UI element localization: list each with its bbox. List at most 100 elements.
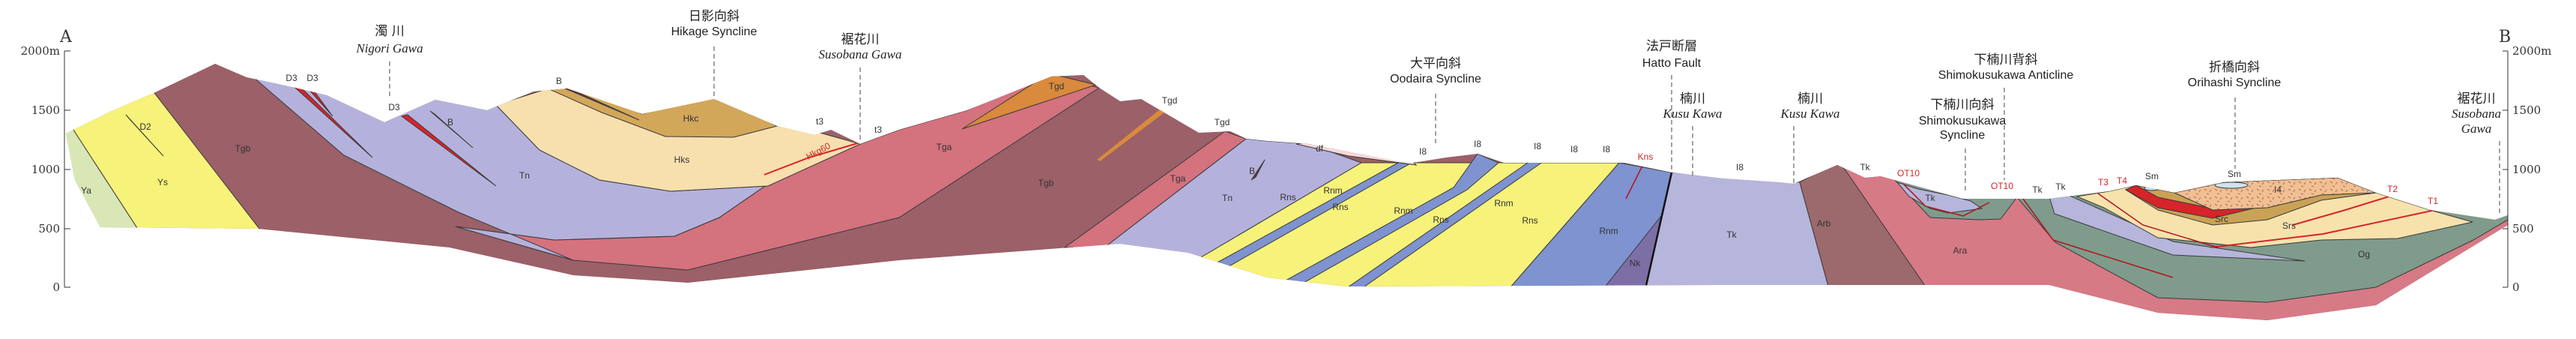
unit-label: I8 bbox=[1474, 139, 1481, 149]
feature-name-en: Susobana bbox=[2452, 106, 2501, 121]
unit-sm-lens bbox=[2214, 182, 2249, 189]
unit-sm-lens bbox=[2144, 185, 2160, 191]
unit-label: Hkc bbox=[683, 113, 699, 124]
unit-label: Tgd bbox=[1215, 117, 1230, 128]
axis-tick-label: 500 bbox=[38, 222, 60, 236]
unit-label: Tn bbox=[1222, 193, 1233, 203]
unit-label: Tk bbox=[1860, 162, 1870, 172]
marker-t1-line bbox=[2210, 209, 2436, 248]
unit-label: I8 bbox=[1570, 144, 1578, 154]
feature-name-en: Shimokusukawa bbox=[1919, 115, 2007, 128]
axis-tick-label: 1000 bbox=[2512, 163, 2541, 176]
feature-name-jp: 楠川 bbox=[1798, 92, 1823, 106]
marker-bed-label: T3 bbox=[2098, 177, 2108, 188]
unit-label: D3 bbox=[388, 102, 400, 112]
unit-label: Tgb bbox=[235, 143, 251, 154]
feature-name-jp: 折橋向斜 bbox=[2209, 60, 2260, 75]
axis-tick-label: 0 bbox=[52, 280, 60, 294]
lens-b bbox=[564, 88, 640, 121]
unit-label: Hks bbox=[674, 154, 690, 165]
feature-name-jp: 裾花川 bbox=[2458, 92, 2496, 106]
feature-name-en: Orihashi Syncline bbox=[2188, 76, 2282, 89]
marker-bed-label: T4 bbox=[2117, 176, 2127, 186]
unit-label: Rns bbox=[1522, 215, 1538, 226]
unit-label: t3 bbox=[874, 124, 882, 135]
marker-t2-line bbox=[2292, 194, 2395, 226]
dike-d2 bbox=[125, 114, 164, 157]
unit-label: Tk bbox=[1925, 193, 1935, 203]
feature-name-en: Kusu Kawa bbox=[1780, 106, 1840, 121]
axis-tick-label: 500 bbox=[2512, 222, 2534, 236]
axis-tick-label: 2000m bbox=[2512, 44, 2551, 58]
unit-label: Tn bbox=[519, 170, 530, 181]
unit-label: Ara bbox=[1953, 245, 1968, 256]
axis-tick-label: 2000m bbox=[21, 44, 60, 58]
feature-name-jp: 日影向斜 bbox=[689, 9, 740, 24]
marker-hkg60-line bbox=[764, 142, 861, 176]
unit-tk bbox=[1645, 172, 1830, 290]
unit-label: Tk bbox=[2032, 184, 2043, 195]
left-elevation-axis: 2000m 1500 1000 500 0 A bbox=[21, 28, 73, 294]
feature-name-en: Shimokusukawa Anticline bbox=[1938, 69, 2074, 82]
unit-label: Sm bbox=[2145, 171, 2159, 182]
axis-tick-label: 1500 bbox=[2512, 104, 2541, 117]
feature-name-en: Kusu Kawa bbox=[1663, 106, 1723, 121]
unit-label: D3 bbox=[306, 73, 318, 83]
marker-t3-line bbox=[2097, 193, 2219, 248]
section-end-a: A bbox=[59, 28, 73, 46]
marker-bed-label: OT10 bbox=[1991, 181, 2013, 191]
unit-label: Ys bbox=[157, 177, 168, 188]
unit-label: Arb bbox=[1817, 218, 1831, 229]
unit-label: Og bbox=[2358, 249, 2370, 260]
unit-label: Tk bbox=[1726, 230, 1737, 240]
feature-name-jp: 大平向斜 bbox=[1410, 56, 1461, 71]
unit-label: Rns bbox=[1280, 192, 1295, 202]
unit-label: D3 bbox=[285, 73, 297, 83]
feature-name-jp: 楠川 bbox=[1680, 92, 1705, 106]
unit-label: df bbox=[1316, 143, 1324, 154]
unit-label: Tgb bbox=[1038, 178, 1054, 188]
feature-name-jp: 下楠川背斜 bbox=[1974, 52, 2038, 68]
feature-name-jp: 下楠川向斜 bbox=[1931, 98, 1995, 112]
unit-label: Rns bbox=[1433, 214, 1448, 225]
axis-tick-label: 0 bbox=[2512, 280, 2520, 294]
section-end-b: B bbox=[2499, 28, 2511, 46]
hatto-fault-line bbox=[1644, 172, 1673, 290]
dike-d3 bbox=[400, 114, 497, 187]
unit-label: Rnm bbox=[1323, 185, 1342, 196]
unit-label: D2 bbox=[139, 122, 151, 132]
unit-label: I4 bbox=[2274, 184, 2282, 195]
axis-tick-label: 1000 bbox=[31, 163, 60, 176]
feature-name-en: Hikage Syncline bbox=[671, 26, 758, 38]
unit-label: Tk bbox=[2055, 182, 2066, 192]
unit-label: B bbox=[447, 117, 453, 128]
unit-label: Tgd bbox=[1162, 95, 1178, 106]
marker-bed-label: T1 bbox=[2428, 196, 2438, 206]
feature-name-en: Nigori Gawa bbox=[355, 41, 423, 56]
marker-bed-label: Kns bbox=[1638, 152, 1654, 162]
unit-label: Rns bbox=[1332, 202, 1348, 212]
lens-b bbox=[1251, 159, 1266, 181]
unit-tgd bbox=[961, 73, 1098, 130]
marker-bed-label: OT10 bbox=[1897, 168, 1920, 178]
feature-name-en: Gawa bbox=[2461, 122, 2492, 136]
unit-tgd-strip bbox=[1097, 104, 1173, 161]
unit-label: Srs bbox=[2282, 220, 2296, 231]
marker-ot10-line bbox=[2022, 198, 2174, 278]
unit-label: B bbox=[1249, 166, 1255, 176]
unit-label: Ya bbox=[81, 185, 91, 196]
unit-label: Tga bbox=[1170, 173, 1186, 184]
feature-name-jp: 濁 川 bbox=[375, 24, 404, 39]
unit-label: I8 bbox=[1603, 144, 1610, 154]
axis-tick-label: 1500 bbox=[31, 104, 60, 117]
feature-name-jp: 法戸断層 bbox=[1646, 39, 1697, 54]
unit-tk-syncline bbox=[1896, 181, 1983, 214]
marker-ot10-line bbox=[1902, 183, 1990, 217]
unit-label: Rnm bbox=[1394, 206, 1412, 216]
unit-label: t3 bbox=[816, 116, 823, 127]
feature-name-en: Susobana Gawa bbox=[819, 47, 902, 62]
feature-name-en: Oodaira Syncline bbox=[1390, 73, 1481, 86]
unit-label: Src bbox=[2215, 214, 2228, 224]
